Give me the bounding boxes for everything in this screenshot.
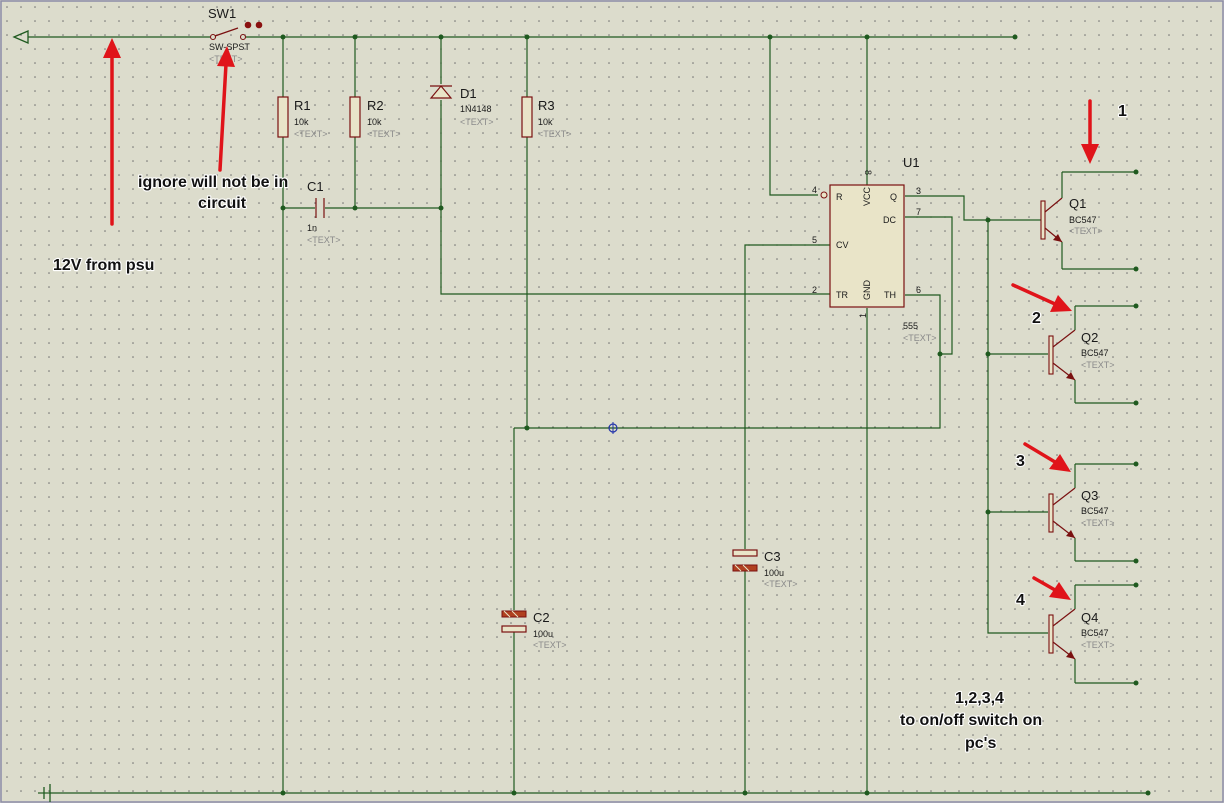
ground-terminal-icon[interactable]	[38, 784, 51, 802]
u1-value: 555	[903, 321, 918, 331]
u1-pin-tr-name: TR	[836, 290, 848, 300]
c2-value: 100u	[533, 629, 553, 639]
q4-ref: Q4	[1081, 610, 1098, 625]
c2-ref: C2	[533, 610, 550, 625]
r3-ref: R3	[538, 98, 555, 113]
q3-ref: Q3	[1081, 488, 1098, 503]
note-3: 3	[1016, 453, 1025, 470]
note-psu: 12V from psu	[53, 257, 154, 274]
arrow-psu-icon	[103, 38, 121, 226]
transistor-q1[interactable]: Q1 BC547 <TEXT>	[1030, 172, 1103, 269]
q1-ref: Q1	[1069, 196, 1086, 211]
capacitor-c2[interactable]: C2 100u <TEXT>	[501, 610, 567, 650]
q2-value: BC547	[1081, 348, 1109, 358]
r2-text: <TEXT>	[367, 129, 401, 139]
note-ignore-line2: circuit	[198, 195, 247, 212]
q2-ref: Q2	[1081, 330, 1098, 345]
r1-value: 10k	[294, 117, 309, 127]
q3-text: <TEXT>	[1081, 518, 1115, 528]
resistor-r2[interactable]: R2 10k <TEXT>	[349, 96, 401, 139]
c1-value: 1n	[307, 223, 317, 233]
ic-u1-555[interactable]: U1 555 <TEXT> R CV TR Q DC TH VCC GND 4 …	[812, 155, 937, 343]
u1-pin-7: 7	[916, 207, 921, 217]
u1-pin-8: 8	[863, 170, 873, 175]
arrow-switch-icon	[217, 46, 235, 172]
note-4: 4	[1016, 592, 1025, 609]
transistor-q3[interactable]: Q3 BC547 <TEXT>	[1048, 464, 1115, 561]
arrow-q2-icon	[1011, 283, 1072, 312]
u1-pin-th-name: TH	[884, 290, 896, 300]
c1-ref: C1	[307, 179, 324, 194]
arrow-q3-icon	[1023, 442, 1071, 472]
capacitor-c3[interactable]: C3 100u <TEXT>	[732, 549, 798, 589]
sw1-value: SW-SPST	[209, 42, 250, 52]
note-switch-line1: 1,2,3,4	[955, 690, 1004, 707]
u1-pin-r-name: R	[836, 192, 843, 202]
c2-text: <TEXT>	[533, 640, 567, 650]
transistor-q2[interactable]: Q2 BC547 <TEXT>	[1048, 306, 1115, 403]
q4-value: BC547	[1081, 628, 1109, 638]
wires	[28, 36, 1148, 794]
r2-value: 10k	[367, 117, 382, 127]
resistor-r3[interactable]: R3 10k <TEXT>	[521, 96, 572, 139]
arrow-q4-icon	[1032, 576, 1071, 600]
resistor-r1[interactable]: R1 10k <TEXT>	[277, 96, 328, 139]
q1-text: <TEXT>	[1069, 226, 1103, 236]
transistor-q4[interactable]: Q4 BC547 <TEXT>	[1048, 585, 1115, 683]
arrow-q1-icon	[1081, 99, 1099, 164]
q3-value: BC547	[1081, 506, 1109, 516]
u1-text: <TEXT>	[903, 333, 937, 343]
junctions	[280, 34, 1151, 796]
power-input-terminal-icon[interactable]	[12, 30, 29, 44]
r2-ref: R2	[367, 98, 384, 113]
c3-text: <TEXT>	[764, 579, 798, 589]
u1-pin-3: 3	[916, 186, 921, 196]
capacitor-c1[interactable]: C1 1n <TEXT>	[307, 179, 341, 245]
q4-text: <TEXT>	[1081, 640, 1115, 650]
u1-pin-gnd-name: GND	[862, 280, 872, 301]
u1-pin-6: 6	[916, 285, 921, 295]
u1-ref: U1	[903, 155, 920, 170]
r1-text: <TEXT>	[294, 129, 328, 139]
annotation-notes: 12V from psu ignore will not be in circu…	[52, 102, 1128, 753]
probe-marker-icon[interactable]	[608, 422, 618, 434]
note-ignore-line1: ignore will not be in	[138, 174, 288, 191]
c3-value: 100u	[764, 568, 784, 578]
r3-value: 10k	[538, 117, 553, 127]
r3-text: <TEXT>	[538, 129, 572, 139]
d1-ref: D1	[460, 86, 477, 101]
u1-pin-4: 4	[812, 185, 817, 195]
sw1-ref: SW1	[208, 6, 236, 21]
u1-pin-vcc-name: VCC	[862, 186, 872, 206]
u1-pin-1: 1	[858, 313, 868, 318]
u1-pin-cv-name: CV	[836, 240, 849, 250]
note-2: 2	[1032, 310, 1041, 327]
diode-d1[interactable]: D1 1N4148 <TEXT>	[429, 85, 494, 127]
q1-value: BC547	[1069, 215, 1097, 225]
c3-ref: C3	[764, 549, 781, 564]
note-1: 1	[1118, 103, 1127, 120]
u1-pin-5: 5	[812, 235, 817, 245]
note-switch-line3: pc's	[965, 735, 996, 752]
annotation-arrows	[103, 38, 1099, 600]
d1-text: <TEXT>	[460, 117, 494, 127]
r1-ref: R1	[294, 98, 311, 113]
u1-pin-q-name: Q	[890, 192, 897, 202]
u1-pin-dc-name: DC	[883, 215, 896, 225]
c1-text: <TEXT>	[307, 235, 341, 245]
u1-pin-2: 2	[812, 285, 817, 295]
d1-value: 1N4148	[460, 104, 492, 114]
q2-text: <TEXT>	[1081, 360, 1115, 370]
note-switch-line2: to on/off switch on	[900, 712, 1042, 729]
